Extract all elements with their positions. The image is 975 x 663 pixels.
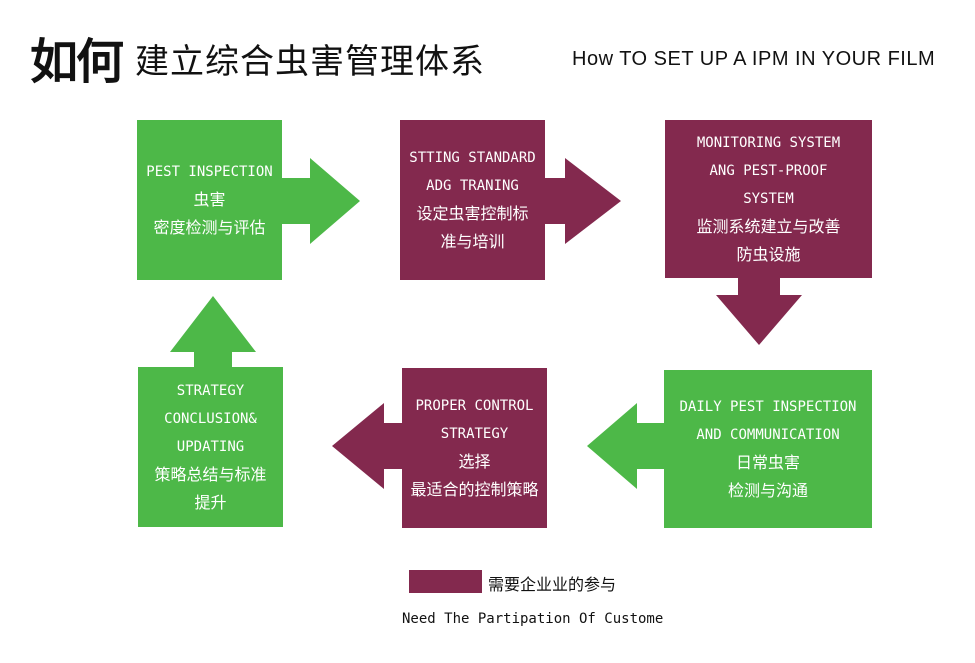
- step-5-cn-line-1: 选择: [458, 452, 491, 471]
- arrow-left-5: [332, 403, 404, 489]
- step-proper-control-strategy: PROPER CONTROL STRATEGY 选择 最适合的控制策略: [402, 368, 547, 528]
- step-3-en-line-3: SYSTEM: [743, 191, 794, 207]
- step-3-cn-line-1: 监测系统建立与改善: [696, 217, 841, 236]
- step-3-en-line-2: ANG PEST-PROOF: [709, 163, 828, 179]
- step-2-cn-line-2: 准与培训: [440, 232, 505, 251]
- step-6-en-line-2: CONCLUSION&: [164, 411, 257, 427]
- step-2-en-line-2: ADG TRANING: [426, 178, 519, 194]
- arrow-down-3: [716, 277, 802, 345]
- page-title: 建立综合虫害管理体系: [135, 42, 485, 82]
- step-6-cn-line-2: 提升: [194, 493, 227, 512]
- step-strategy-conclusion: STRATEGY CONCLUSION& UPDATING 策略总结与标准 提升: [138, 367, 283, 527]
- step-monitoring-system: MONITORING SYSTEM ANG PEST-PROOF SYSTEM …: [665, 120, 872, 278]
- arrow-right-1: [282, 158, 360, 244]
- step-1-cn-line-1: 虫害: [193, 190, 226, 209]
- step-5-en-line-2: STRATEGY: [440, 426, 509, 442]
- step-6-en-line-1: STRATEGY: [176, 383, 245, 399]
- step-3-cn-line-2: 防虫设施: [736, 245, 801, 264]
- step-3-en-line-1: MONITORING SYSTEM: [696, 135, 841, 151]
- step-daily-pest-inspection: DAILY PEST INSPECTION AND COMMUNICATION …: [664, 370, 872, 528]
- step-1-cn-line-2: 密度检测与评估: [153, 218, 266, 237]
- legend-swatch: [409, 570, 482, 593]
- step-setting-standard: STTING STANDARD ADG TRANING 设定虫害控制标 准与培训: [400, 120, 545, 280]
- arrow-up-6: [170, 296, 256, 368]
- step-4-en-line-1: DAILY PEST INSPECTION: [679, 399, 857, 415]
- step-6-cn-line-1: 策略总结与标准: [154, 465, 267, 484]
- step-4-en-line-2: AND COMMUNICATION: [696, 427, 840, 443]
- arrow-right-2: [545, 158, 621, 244]
- page-title-bold: 如何: [30, 34, 124, 90]
- page-subtitle-english: How TO SET UP A IPM IN YOUR FILM: [572, 48, 936, 70]
- step-4-cn-line-2: 检测与沟通: [727, 481, 808, 500]
- step-2-en-line-1: STTING STANDARD: [409, 150, 536, 166]
- arrow-left-4: [587, 403, 665, 489]
- step-5-cn-line-2: 最适合的控制策略: [410, 480, 539, 499]
- step-pest-inspection: PEST INSPECTION 虫害 密度检测与评估: [137, 120, 282, 280]
- step-5-en-line-1: PROPER CONTROL: [415, 398, 534, 414]
- step-2-cn-line-1: 设定虫害控制标: [416, 204, 529, 223]
- legend-label-en: Need The Partipation Of Custome: [402, 611, 664, 627]
- step-1-en-line-1: PEST INSPECTION: [146, 164, 273, 180]
- step-4-cn-line-1: 日常虫害: [735, 453, 800, 472]
- legend-label-cn: 需要企业业的参与: [488, 575, 617, 594]
- step-6-en-line-3: UPDATING: [176, 439, 245, 455]
